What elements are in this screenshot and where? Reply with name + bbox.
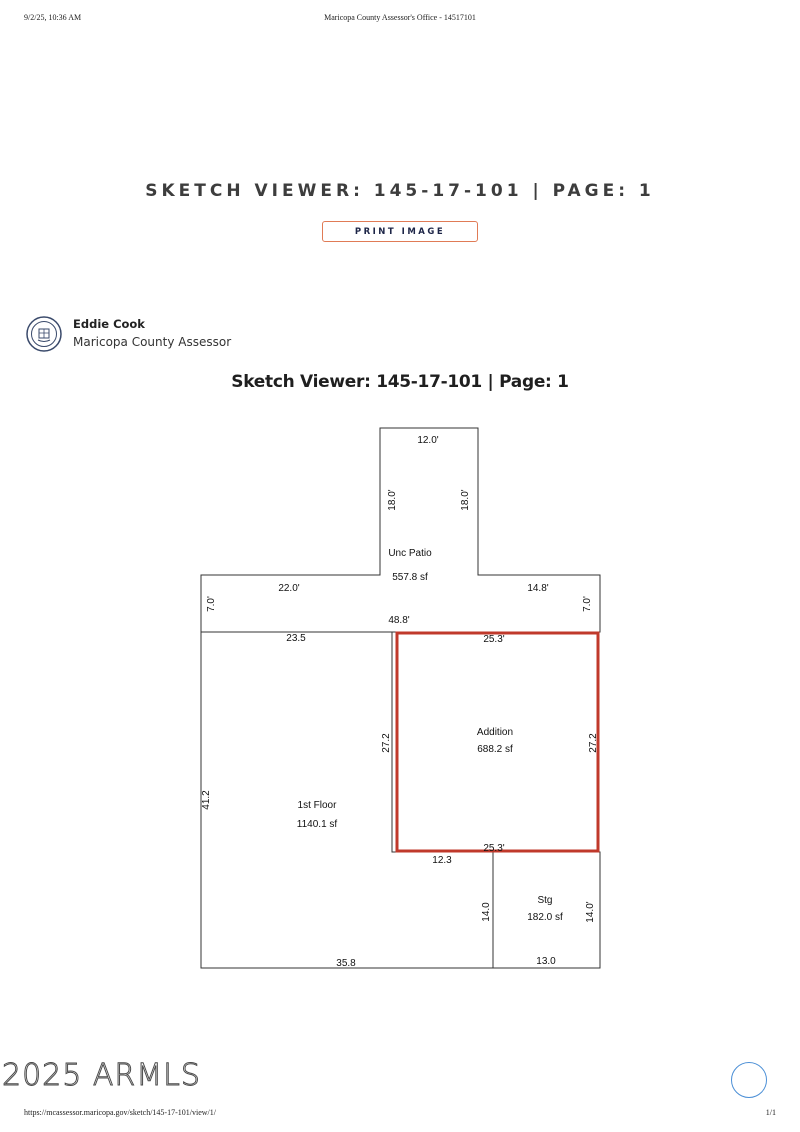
addition-highlight <box>395 631 600 853</box>
patio-bottom-dim: 48.8' <box>388 615 409 626</box>
addition-area: 688.2 sf <box>477 744 513 755</box>
patio-left-dim: 18.0' <box>387 489 398 510</box>
storage-bottom-dim: 13.0 <box>536 956 556 967</box>
assessor-title: Maricopa County Assessor <box>73 335 232 349</box>
first-floor-area: 1140.1 sf <box>297 819 338 830</box>
print-footer-page-count: 1/1 <box>765 1108 776 1117</box>
page-title: SKETCH VIEWER: 145-17-101 | PAGE: 1 <box>145 181 655 201</box>
print-image-button[interactable]: PRINT IMAGE <box>322 221 478 242</box>
storage-left-dim: 14.0 <box>481 902 492 922</box>
floor-left-dim: 41.2 <box>201 790 212 810</box>
addition-top-dim: 25.3' <box>483 634 504 645</box>
patio-right-dim: 18.0' <box>460 489 471 510</box>
patio-top-dim: 12.0' <box>417 435 438 446</box>
patio-right-wing-dim: 14.8' <box>527 583 548 594</box>
addition-bottom-dim: 25.3' <box>483 843 504 854</box>
patio-left-side-dim: 7.0' <box>206 596 217 612</box>
armls-watermark: 2025 ARMLS <box>2 1058 201 1094</box>
first-floor-outline <box>200 632 601 969</box>
floor-top-left-dim: 23.5 <box>286 633 306 644</box>
storage-area: 182.0 sf <box>527 912 563 923</box>
patio-left-wing-dim: 22.0' <box>278 583 299 594</box>
first-floor-label: 1st Floor <box>298 800 338 811</box>
floor-notch-dim: 12.3 <box>432 855 452 866</box>
print-header-datetime: 9/2/25, 10:36 AM <box>24 13 82 22</box>
addition-left-dim: 27.2 <box>381 733 392 753</box>
floor-bottom-dim: 35.8 <box>336 958 356 969</box>
addition-right-dim: 27.2 <box>588 733 599 753</box>
patio-right-side-dim: 7.0' <box>582 596 593 612</box>
patio-label: Unc Patio <box>388 548 432 559</box>
armls-logo-icon <box>731 1062 767 1098</box>
storage-label: Stg <box>537 895 552 906</box>
print-footer-url: https://mcassessor.maricopa.gov/sketch/1… <box>24 1108 216 1117</box>
patio-outline <box>200 427 601 633</box>
patio-area: 557.8 sf <box>392 572 428 583</box>
addition-label: Addition <box>477 727 513 738</box>
sketch-title: Sketch Viewer: 145-17-101 | Page: 1 <box>231 372 569 392</box>
assessor-name: Eddie Cook <box>73 317 145 331</box>
print-header-title: Maricopa County Assessor's Office - 1451… <box>324 13 476 22</box>
storage-right-dim: 14.0' <box>585 901 596 922</box>
maricopa-county-seal-icon <box>26 316 62 352</box>
